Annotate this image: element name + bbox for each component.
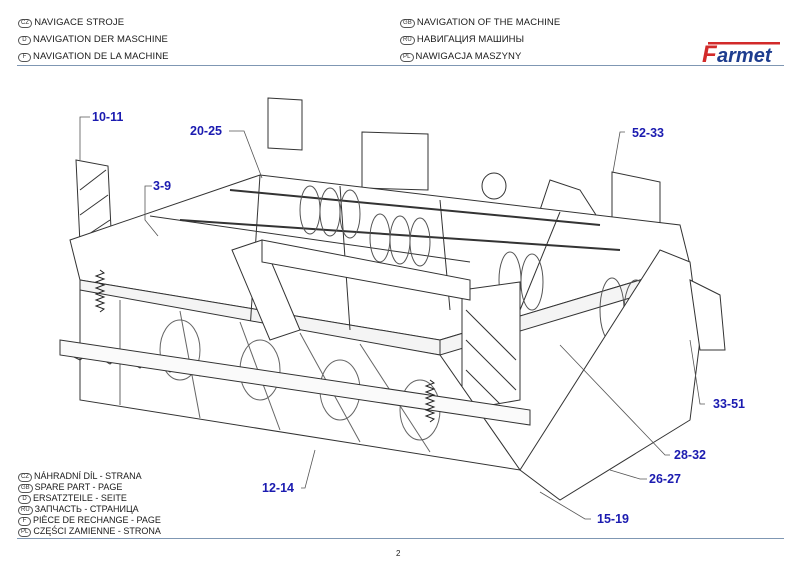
callout-3-9[interactable]: 3-9 bbox=[153, 179, 172, 193]
callout-52-33[interactable]: 52-33 bbox=[632, 126, 664, 140]
header-text: НАВИГАЦИЯ МАШИНЫ bbox=[416, 34, 525, 45]
footer-text: CZĘŚCI ZAMIENNE - STRONA bbox=[33, 526, 161, 536]
lang-badge: RU bbox=[18, 506, 33, 515]
footer-text: ERSATZTEILE - SEITE bbox=[33, 493, 127, 503]
footer-text: PIÈCE DE RECHANGE - PAGE bbox=[33, 515, 161, 525]
callout-33-51[interactable]: 33-51 bbox=[713, 397, 745, 411]
svg-text:F: F bbox=[702, 41, 718, 68]
callout-15-19[interactable]: 15-19 bbox=[597, 512, 629, 526]
machine-drawing bbox=[59, 97, 726, 520]
lang-badge: F bbox=[18, 517, 31, 526]
lang-badge: GB bbox=[400, 19, 415, 28]
callout-20-25[interactable]: 20-25 bbox=[190, 124, 222, 138]
header-text: NAVIGACE STROJE bbox=[34, 17, 125, 28]
footer-text: NÁHRADNÍ DÍL - STRANA bbox=[34, 471, 142, 481]
header-divider bbox=[17, 65, 784, 66]
lang-badge: D bbox=[18, 36, 31, 45]
callout-26-27[interactable]: 26-27 bbox=[649, 472, 681, 486]
farmet-logo: F armet bbox=[702, 41, 780, 68]
svg-text:armet: armet bbox=[717, 45, 773, 67]
lang-badge: D bbox=[18, 495, 31, 504]
lang-badge: RU bbox=[400, 36, 415, 45]
lang-badge: CZ bbox=[18, 473, 32, 482]
lang-badge: F bbox=[18, 53, 31, 62]
callout-12-14[interactable]: 12-14 bbox=[262, 481, 294, 495]
page-number: 2 bbox=[396, 549, 401, 558]
lang-badge: PL bbox=[18, 528, 32, 537]
lang-badge: PL bbox=[400, 53, 414, 62]
header-text: NAWIGACJA MASZYNY bbox=[415, 51, 522, 62]
callout-10-11[interactable]: 10-11 bbox=[92, 110, 124, 124]
footer-divider bbox=[17, 538, 784, 539]
header-text: NAVIGATION DER MASCHINE bbox=[33, 34, 168, 45]
lang-badge: GB bbox=[18, 484, 33, 493]
header-text: NAVIGATION DE LA MACHINE bbox=[33, 51, 169, 62]
callout-28-32[interactable]: 28-32 bbox=[674, 448, 706, 462]
header-text: NAVIGATION OF THE MACHINE bbox=[416, 17, 561, 28]
footer-text: SPARE PART - PAGE bbox=[34, 482, 123, 492]
footer-text: ЗАПЧАСТЬ - СТРАНИЦА bbox=[34, 504, 139, 514]
lang-badge: CZ bbox=[18, 19, 33, 28]
